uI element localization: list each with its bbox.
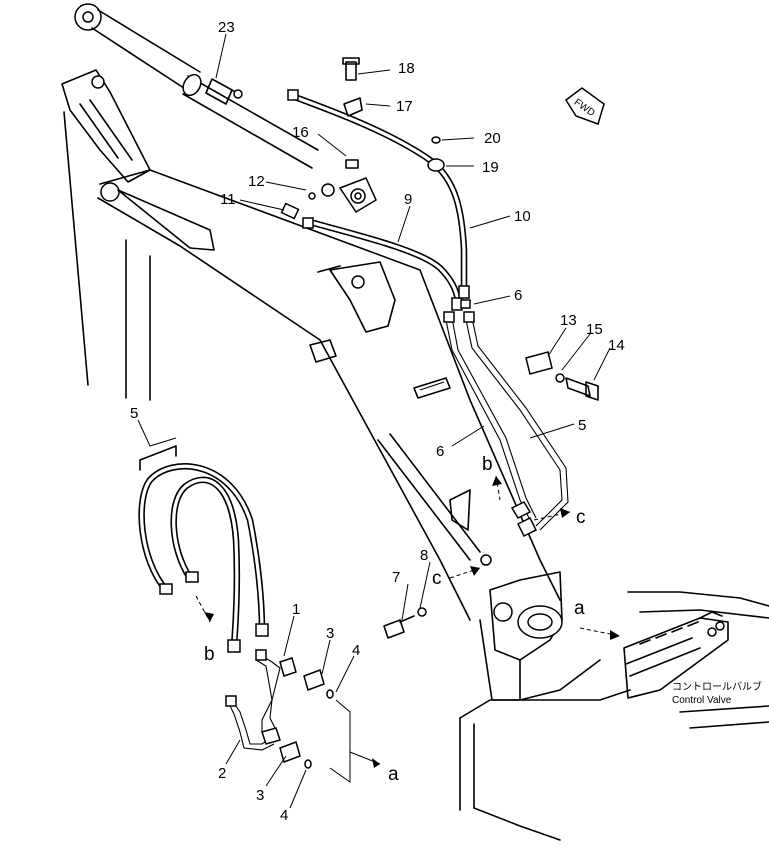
control-valve-label: コントロールバルブ Control Valve — [672, 680, 762, 706]
boom-structure — [61, 3, 769, 841]
hose-11 — [306, 218, 463, 311]
callout-12: 10 — [514, 208, 531, 225]
ref-a-valve: a — [574, 598, 585, 619]
callout-numbers: 23 18 17 16 20 19 12 11 9 10 6 13 15 14 … — [130, 19, 625, 824]
ref-c-left: c — [432, 568, 442, 589]
control-valve — [623, 611, 729, 699]
control-valve-label-jp: コントロールバルブ — [672, 680, 762, 693]
callout-13: 11 — [220, 191, 236, 208]
callout-4b: 4 — [280, 807, 288, 824]
callout-3a: 3 — [326, 625, 334, 642]
reference-letters: a a b b c c — [204, 454, 586, 785]
callout-11: 9 — [404, 191, 412, 208]
callout-7: 5 — [578, 417, 586, 434]
ref-c-right: c — [576, 507, 586, 528]
callout-2: 2 — [218, 765, 226, 782]
callout-9: 7 — [392, 569, 400, 586]
pipe-7 — [463, 311, 569, 531]
callout-17: 15 — [586, 321, 603, 338]
callout-4a: 4 — [352, 642, 360, 659]
fwd-direction-arrow: FWD — [564, 87, 605, 125]
pipe-2 — [225, 695, 281, 751]
callout-21: 19 — [482, 159, 499, 176]
callout-8: 6 — [514, 287, 522, 304]
callout-6: 6 — [436, 443, 444, 460]
ref-a-right: a — [388, 764, 399, 785]
hose-loop-5 — [138, 445, 269, 653]
callout-16: 14 — [608, 337, 625, 354]
callout-3b: 3 — [256, 787, 264, 804]
callout-5: 5 — [130, 405, 138, 422]
ref-b-lower: b — [204, 644, 215, 665]
callout-18: 16 — [292, 124, 309, 141]
callout-10: 8 — [420, 547, 428, 564]
callout-22: 20 — [484, 130, 501, 147]
callout-23: 23 — [218, 19, 235, 36]
hose-12 — [288, 92, 470, 299]
control-valve-label-en: Control Valve — [672, 695, 732, 706]
callout-1: 1 — [292, 601, 300, 618]
ref-b-upper: b — [482, 454, 493, 475]
callout-15: 13 — [560, 312, 577, 329]
leader-lines — [137, 33, 621, 809]
pipe-6 — [443, 311, 537, 521]
callout-20: 18 — [398, 60, 415, 77]
callout-19: 17 — [396, 98, 413, 115]
callout-14: 12 — [248, 173, 265, 190]
